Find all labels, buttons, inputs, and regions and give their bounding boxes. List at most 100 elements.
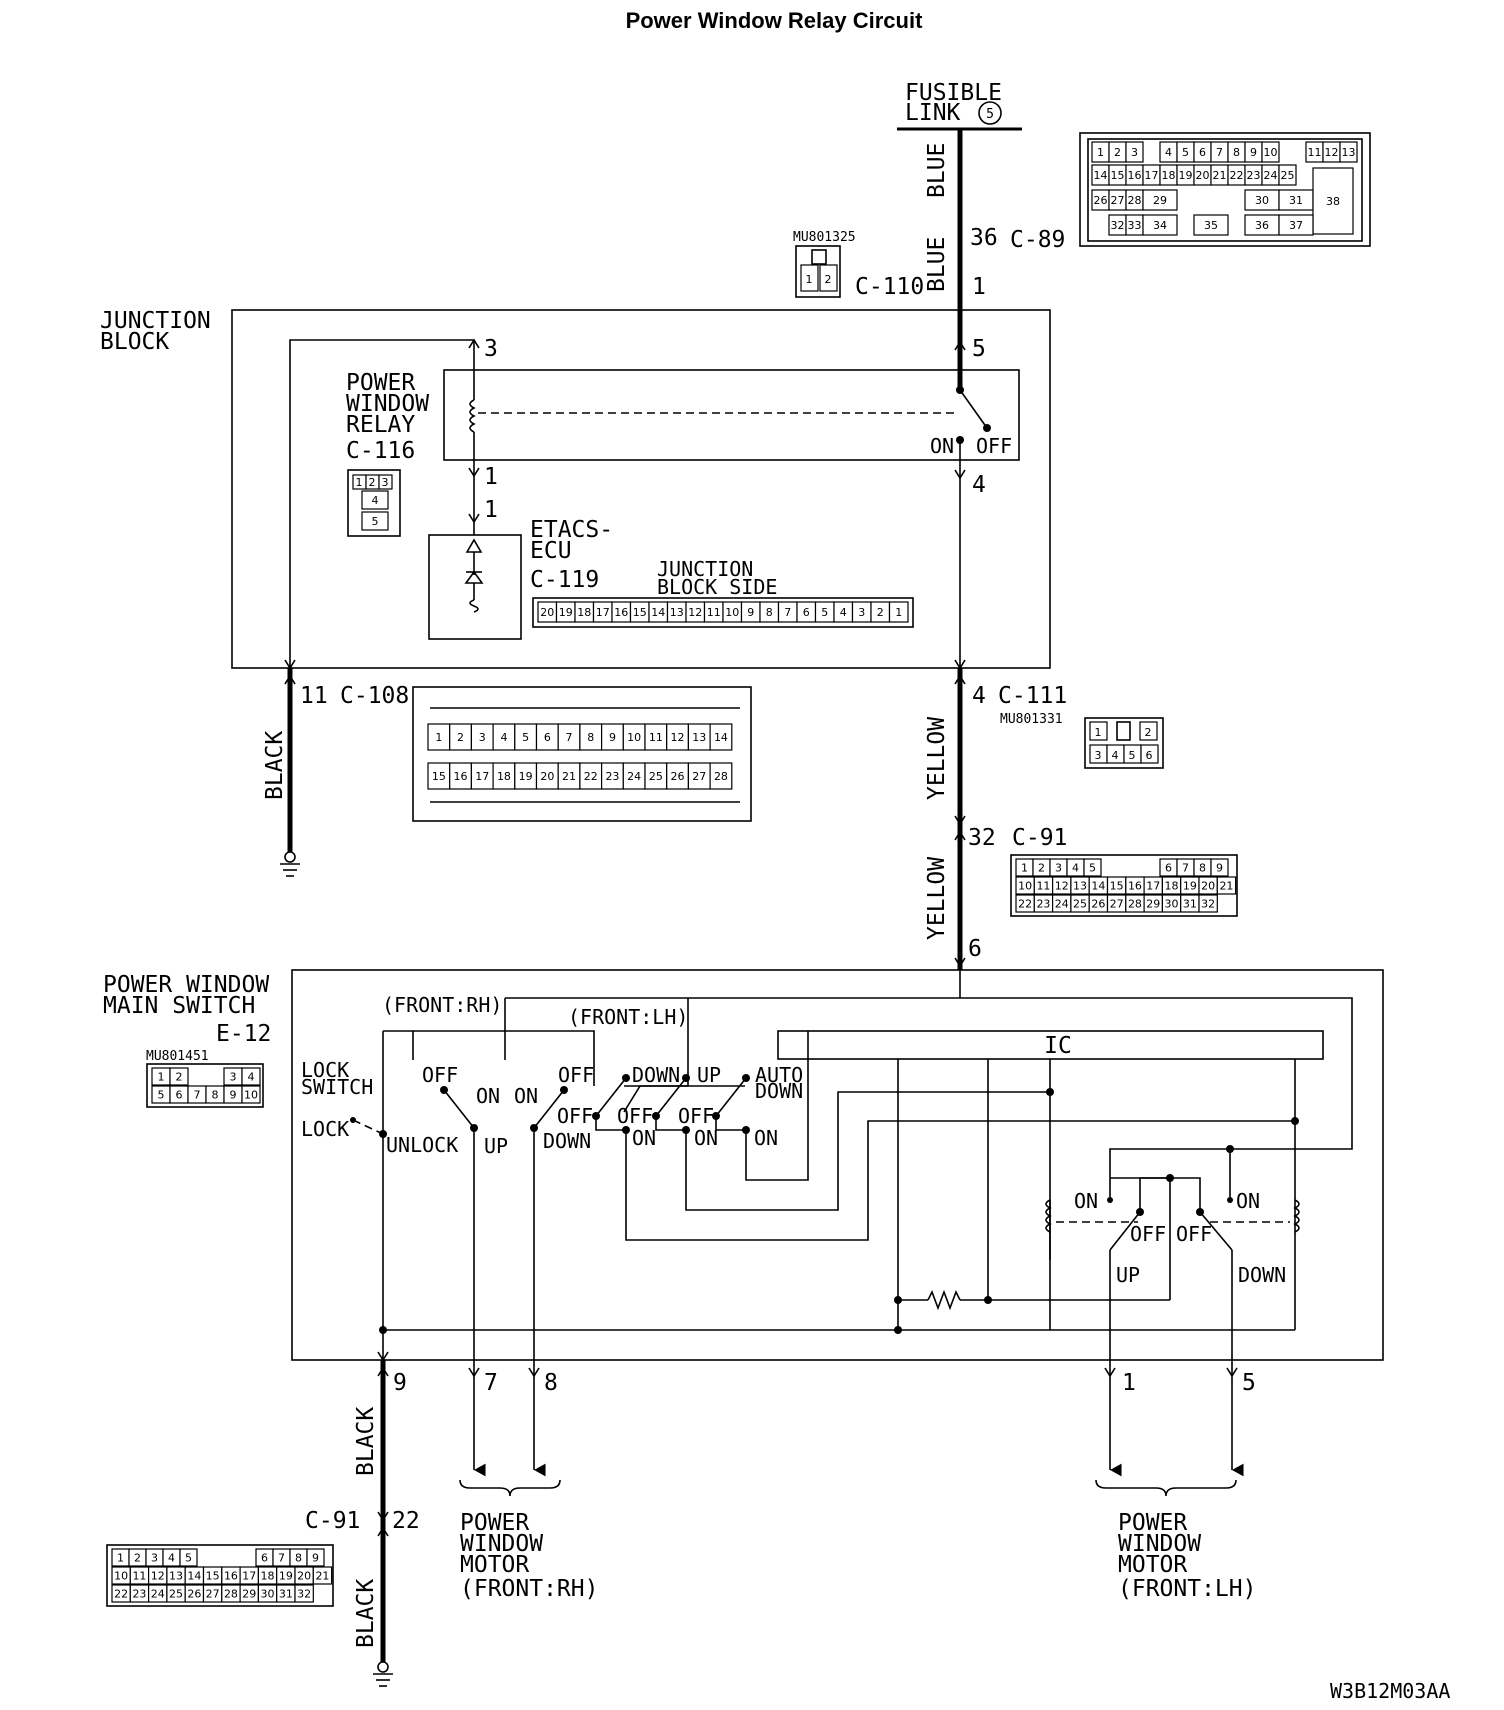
connector-pin-number: 12 xyxy=(671,731,685,744)
svg-text:2: 2 xyxy=(1145,726,1152,739)
connector-pin-number: 20 xyxy=(1196,169,1210,182)
connector-pin-number: 3 xyxy=(1131,146,1138,159)
connector-pin-number: 19 xyxy=(519,770,533,783)
connector-pin-number: 35 xyxy=(1204,219,1218,232)
connector-pin-number: 5 xyxy=(185,1552,192,1565)
connector-pin-number: 8 xyxy=(295,1552,302,1565)
connector-pin-number: 34 xyxy=(1153,219,1167,232)
connector-pin-number: 3 xyxy=(230,1071,237,1084)
svg-text:5: 5 xyxy=(372,515,379,528)
connector-pin-number: 4 xyxy=(168,1552,175,1565)
connector-pin-number: 17 xyxy=(475,770,489,783)
pin-label: 7 xyxy=(484,1370,498,1396)
connector-pin-number: 28 xyxy=(714,770,728,783)
relay-contact-arm xyxy=(959,389,988,429)
connector-pin-number: 26 xyxy=(671,770,685,783)
svg-text:ON: ON xyxy=(754,1126,778,1150)
relay-label: RELAY xyxy=(346,412,415,438)
connector-pin-number: 37 xyxy=(1289,219,1303,232)
connector-pin-number: 7 xyxy=(566,731,573,744)
connector-pin-number: 3 xyxy=(479,731,486,744)
etacs-ecu-label: ECU xyxy=(530,538,572,564)
connector-pin-number: 10 xyxy=(1264,146,1278,159)
diagram-title: Power Window Relay Circuit xyxy=(626,8,924,33)
connector-pin-number: 22 xyxy=(584,770,598,783)
svg-text:OFF: OFF xyxy=(678,1104,714,1128)
connector-pin-number: 1 xyxy=(158,1071,165,1084)
connector-pin xyxy=(1198,894,1218,913)
connector-label-c111: C-111 xyxy=(998,683,1067,709)
connector-pin-number: 13 xyxy=(169,1570,183,1583)
svg-text:OFF: OFF xyxy=(617,1104,653,1128)
lh-up-switch-arm xyxy=(655,1077,687,1117)
connector-pin-number: 9 xyxy=(747,606,754,619)
svg-text:OFF: OFF xyxy=(976,434,1012,458)
connector-pin-number: 13 xyxy=(1073,880,1087,893)
connector-pin-number: 9 xyxy=(609,731,616,744)
connector-pin-number: 3 xyxy=(1055,862,1062,875)
svg-text:5: 5 xyxy=(1129,749,1136,762)
connector-pin-number: 24 xyxy=(1055,898,1069,911)
connector-pin-number: 2 xyxy=(877,606,884,619)
connector-pin-number: 5 xyxy=(821,606,828,619)
svg-text:UP: UP xyxy=(697,1063,721,1087)
connector-pin-number: 6 xyxy=(1165,862,1172,875)
connector-pin-number: 17 xyxy=(596,606,610,619)
motor-lh-label: POWER xyxy=(1118,1510,1187,1536)
rh-motor-leads xyxy=(468,1360,546,1477)
connector-pin-number: 11 xyxy=(707,606,721,619)
connector-pin-number: 25 xyxy=(1281,169,1295,182)
svg-text:1: 1 xyxy=(806,273,813,286)
connector-pin-number: 10 xyxy=(627,731,641,744)
svg-text:ON: ON xyxy=(1074,1189,1098,1213)
connector-pin-number: 22 xyxy=(1018,898,1032,911)
connector-pin-number: 14 xyxy=(187,1570,201,1583)
connector-label-c91: C-91 xyxy=(1012,825,1067,851)
connector-pin-number: 13 xyxy=(1342,146,1356,159)
svg-text:DOWN: DOWN xyxy=(755,1079,803,1103)
connector-pin-number: 18 xyxy=(1162,169,1176,182)
svg-text:OFF: OFF xyxy=(422,1063,458,1087)
svg-text:UP: UP xyxy=(1116,1263,1140,1287)
connector-pin-number: 7 xyxy=(194,1089,201,1102)
connector-pin xyxy=(1339,141,1358,163)
connector-pin-number: 16 xyxy=(454,770,468,783)
connector-pin-number: 20 xyxy=(297,1570,311,1583)
figure-code: W3B12M03AA xyxy=(1330,1679,1450,1703)
connector-pin xyxy=(241,1085,261,1104)
connector-pin-number: 4 xyxy=(248,1071,255,1084)
connector-pin-number: 21 xyxy=(1219,880,1233,893)
connector-pin-number: 21 xyxy=(1213,169,1227,182)
junction-block-label: JUNCTION xyxy=(100,308,211,334)
connector-pin-number: 5 xyxy=(1182,146,1189,159)
svg-text:OFF: OFF xyxy=(558,1063,594,1087)
connector-pin-number: 2 xyxy=(457,731,464,744)
pin-label: 4 xyxy=(972,683,986,709)
jb-side-label: BLOCK SIDE xyxy=(657,575,777,599)
lock-switch-label: SWITCH xyxy=(301,1075,373,1099)
pin-label: 1 xyxy=(972,274,986,300)
connector-pin xyxy=(1083,858,1102,877)
connector-pin-number: 14 xyxy=(651,606,665,619)
resistor xyxy=(927,1289,961,1311)
connector-pin-number: 29 xyxy=(1153,194,1167,207)
connector-pin-number: 9 xyxy=(312,1552,319,1565)
wire-color-blue: BLUE xyxy=(924,143,950,198)
connector-pin-number: 5 xyxy=(158,1089,165,1102)
connector-pin-number: 10 xyxy=(114,1570,128,1583)
connector-pin-number: 15 xyxy=(206,1570,220,1583)
connector-pin-number: 11 xyxy=(1308,146,1322,159)
connector-pin-number: 11 xyxy=(1036,880,1050,893)
rh-up-switch-arm xyxy=(443,1089,475,1129)
connector-pin-number: 32 xyxy=(1201,898,1215,911)
motor-lh-label: MOTOR xyxy=(1118,1552,1187,1578)
supply-bus xyxy=(505,997,1353,1185)
connector-pin-number: 6 xyxy=(1199,146,1206,159)
connector-pin-number: 31 xyxy=(1289,194,1303,207)
connector-pin-number: 19 xyxy=(1183,880,1197,893)
connector-pin-number: 30 xyxy=(1255,194,1269,207)
connector-pin-number: 2 xyxy=(176,1071,183,1084)
connector-pin-number: 18 xyxy=(261,1570,275,1583)
